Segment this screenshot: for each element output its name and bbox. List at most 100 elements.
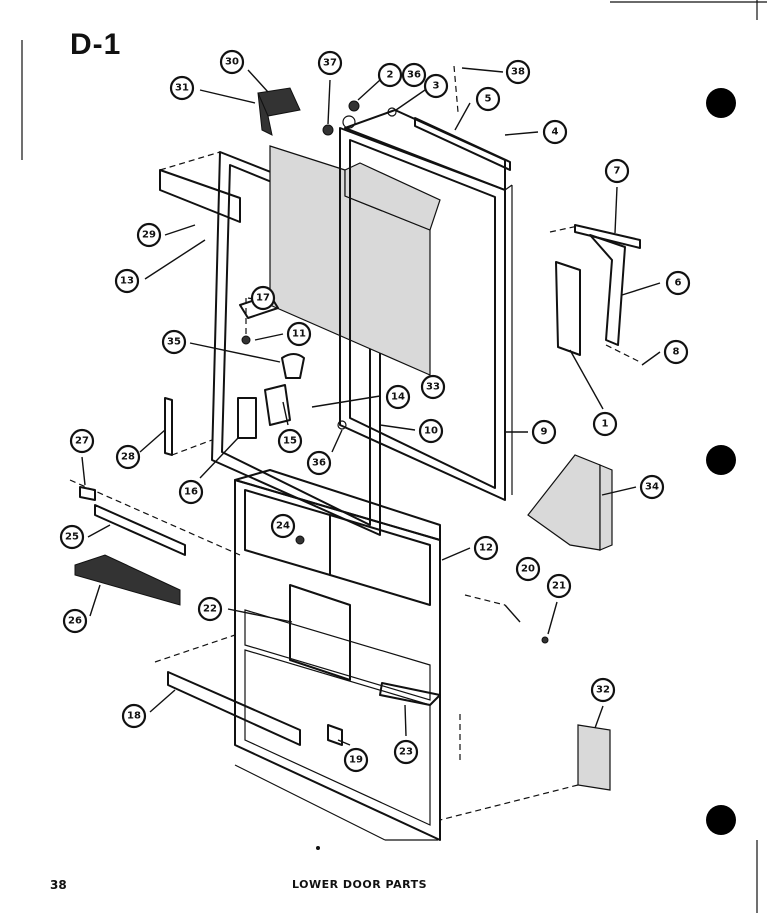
callout-circle bbox=[665, 270, 691, 296]
callout-20: 20 bbox=[515, 556, 541, 582]
callout-label: 29 bbox=[142, 230, 156, 241]
callout-circle bbox=[420, 374, 446, 400]
callout-11: 11 bbox=[286, 321, 312, 347]
callout-label: 28 bbox=[121, 452, 135, 463]
callout-label: 18 bbox=[127, 711, 141, 722]
callout-circle bbox=[178, 479, 204, 505]
small-fasteners-top bbox=[322, 79, 426, 136]
callout-circle bbox=[377, 62, 403, 88]
callout-label: 16 bbox=[184, 487, 198, 498]
callout-34: 34 bbox=[639, 474, 665, 500]
callout-label: 2 bbox=[387, 70, 394, 81]
callout-label: 38 bbox=[511, 67, 525, 78]
callout-circle bbox=[531, 419, 557, 445]
callout-label: 36 bbox=[407, 70, 421, 81]
callout-circle bbox=[136, 222, 162, 248]
callout-circle bbox=[515, 556, 541, 582]
callout-36: 36 bbox=[306, 450, 332, 476]
callout-circle bbox=[306, 450, 332, 476]
callout-circle bbox=[590, 677, 616, 703]
section-code: D-1 bbox=[70, 28, 122, 61]
callout-16: 16 bbox=[178, 479, 204, 505]
callout-label: 35 bbox=[167, 337, 181, 348]
callout-circle bbox=[161, 329, 187, 355]
callout-circle bbox=[197, 596, 223, 622]
callout-circle bbox=[121, 703, 147, 729]
callout-label: 15 bbox=[283, 436, 297, 447]
callout-circle bbox=[423, 73, 449, 99]
callout-28: 28 bbox=[115, 444, 141, 470]
hinge-cover-assembly bbox=[549, 186, 661, 410]
callout-9: 9 bbox=[531, 419, 557, 445]
callout-21: 21 bbox=[546, 573, 572, 599]
callout-24: 24 bbox=[270, 513, 296, 539]
callout-label: 4 bbox=[552, 127, 559, 138]
callout-1: 1 bbox=[592, 411, 618, 437]
callout-19: 19 bbox=[343, 747, 369, 773]
callout-26: 26 bbox=[62, 608, 88, 634]
callout-label: 6 bbox=[675, 278, 682, 289]
callout-3: 3 bbox=[423, 73, 449, 99]
callout-label: 11 bbox=[292, 329, 306, 340]
callout-18: 18 bbox=[121, 703, 147, 729]
callout-label: 31 bbox=[175, 83, 189, 94]
callout-circle bbox=[219, 49, 245, 75]
callout-38: 38 bbox=[505, 59, 531, 85]
callout-circle bbox=[114, 268, 140, 294]
callout-circle bbox=[62, 608, 88, 634]
binder-punch-holes bbox=[706, 88, 736, 835]
callout-32: 32 bbox=[590, 677, 616, 703]
callout-label: 23 bbox=[399, 747, 413, 758]
callout-circle bbox=[317, 50, 343, 76]
callout-label: 36 bbox=[312, 458, 326, 469]
callout-circle bbox=[663, 339, 689, 365]
callout-circle bbox=[473, 535, 499, 561]
callout-label: 19 bbox=[349, 755, 363, 766]
callout-circle bbox=[250, 285, 276, 311]
callout-label: 24 bbox=[276, 521, 290, 532]
callout-circle bbox=[639, 474, 665, 500]
handle-bracket-part bbox=[199, 69, 301, 136]
callout-label: 26 bbox=[68, 616, 82, 627]
callout-circle bbox=[604, 158, 630, 184]
callout-circle bbox=[393, 739, 419, 765]
lower-door-liner bbox=[227, 469, 471, 841]
callout-circle bbox=[115, 444, 141, 470]
bottom-trim-parts bbox=[149, 634, 461, 760]
callout-label: 10 bbox=[424, 426, 438, 437]
callout-label: 3 bbox=[433, 81, 440, 92]
callout-circle bbox=[270, 513, 296, 539]
callout-label: 34 bbox=[645, 482, 659, 493]
stray-dot bbox=[316, 846, 320, 850]
callout-13: 13 bbox=[114, 268, 140, 294]
callout-33: 33 bbox=[420, 374, 446, 400]
callout-label: 37 bbox=[323, 58, 337, 69]
callout-circle bbox=[385, 384, 411, 410]
callout-label: 8 bbox=[673, 347, 680, 358]
callout-label: 30 bbox=[225, 57, 239, 68]
callout-label: 13 bbox=[120, 276, 134, 287]
callout-circle bbox=[277, 428, 303, 454]
callout-22: 22 bbox=[197, 596, 223, 622]
callout-circle bbox=[418, 418, 444, 444]
binder-edge-marks bbox=[21, 0, 767, 913]
callout-label: 21 bbox=[552, 581, 566, 592]
callout-37: 37 bbox=[317, 50, 343, 76]
callout-circle bbox=[59, 524, 85, 550]
callout-label: 27 bbox=[75, 436, 89, 447]
callout-label: 20 bbox=[521, 564, 535, 575]
callout-label: 1 bbox=[602, 419, 609, 430]
callout-circle bbox=[475, 86, 501, 112]
small-panel-part bbox=[439, 705, 611, 821]
callout-12: 12 bbox=[473, 535, 499, 561]
callout-circle bbox=[546, 573, 572, 599]
callout-5: 5 bbox=[475, 86, 501, 112]
callout-circle bbox=[286, 321, 312, 347]
callout-2: 2 bbox=[377, 62, 403, 88]
page-number: 38 bbox=[50, 878, 67, 892]
callout-8: 8 bbox=[663, 339, 689, 365]
callout-10: 10 bbox=[418, 418, 444, 444]
callout-27: 27 bbox=[69, 428, 95, 454]
